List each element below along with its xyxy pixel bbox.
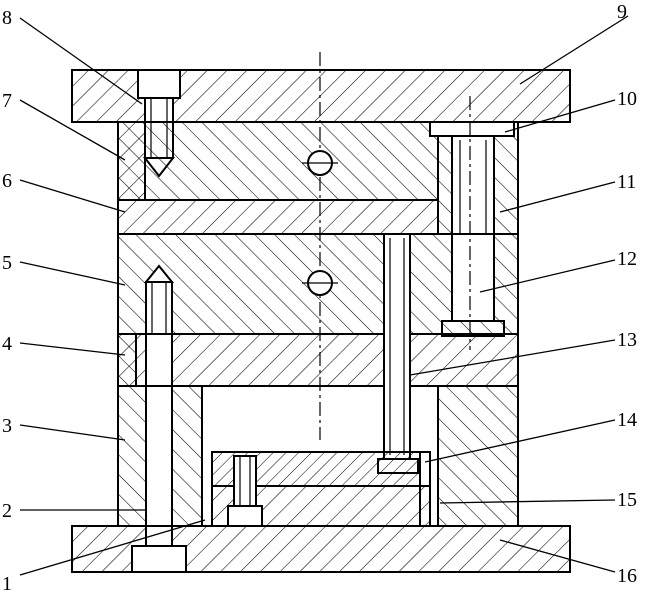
part-3-inner: [171, 385, 203, 527]
label-8: 8: [2, 7, 12, 29]
leader-lines: [19, 15, 629, 576]
part-12-cut: [451, 233, 495, 322]
label-4: 4: [2, 333, 12, 355]
part-1-screw: [233, 455, 257, 507]
part-1-screw-head: [227, 505, 263, 527]
part-13-punch: [383, 233, 411, 460]
label-14: 14: [617, 409, 637, 431]
label-13: 13: [617, 329, 637, 351]
label-5: 5: [2, 252, 12, 274]
label-15: 15: [617, 489, 637, 511]
part-6-plate: [117, 199, 439, 235]
part-2-neck: [145, 525, 173, 547]
part-2-cut: [145, 333, 173, 387]
label-7: 7: [2, 90, 12, 112]
part-2-tip: [143, 264, 175, 283]
label-1: 1: [2, 573, 12, 595]
part-4-left-edge: [117, 333, 137, 387]
part-10-collar: [429, 121, 515, 137]
label-3: 3: [2, 415, 12, 437]
part-7-left-edge: [117, 121, 146, 201]
part-4-plate: [117, 333, 519, 387]
label-6: 6: [2, 170, 12, 192]
label-11: 11: [617, 171, 636, 193]
part-8-screw: [137, 69, 181, 99]
label-12: 12: [617, 248, 637, 270]
label-10: 10: [617, 88, 637, 110]
part-7-plate: [117, 121, 439, 201]
label-9: 9: [617, 1, 627, 23]
part-3-spacer: [117, 385, 147, 527]
part-2-head: [131, 545, 187, 573]
label-2: 2: [2, 500, 12, 522]
part-2-bolt: [145, 281, 173, 547]
label-16: 16: [617, 565, 637, 587]
